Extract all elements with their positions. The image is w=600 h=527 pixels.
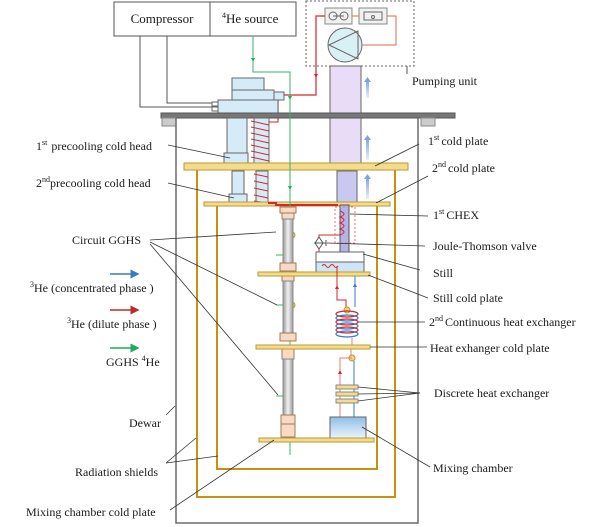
gghs-circuit [279,206,297,438]
hx-cold-plate [255,344,371,350]
dewar-wall [175,118,419,524]
label-precool-2: 2ndprecooling cold head [36,175,151,190]
compressor-box: Compressor [113,1,211,37]
label-radiation-shields: Radiation shields [75,465,158,479]
cryocooler [211,77,285,115]
label-mixing-chamber: Mixing chamber [433,461,513,475]
pump-icon [327,27,363,63]
radiation-shield-outer [196,165,396,498]
compressor-label: Compressor [131,11,195,26]
still-top [315,251,365,263]
he4-source-sup: 4 [222,11,226,20]
legend-gghs-label: GGHS 4He [106,354,160,369]
chex-1-coil [338,210,345,236]
mixing-chamber [329,416,367,440]
radiation-shield-inner [216,203,378,470]
pumping-unit-label: Pumping unit [412,74,478,88]
discrete-hx [335,384,359,404]
legend-concentrated-label: 3He (concentrated phase ) [30,280,154,295]
chex-2-coil [335,310,359,338]
he4-source-box: 4He source [209,1,297,37]
gghs-supply-line [252,36,291,210]
cold-plate-1 [183,162,409,171]
compressor-line-1 [139,36,216,108]
label-dewar: Dewar [129,416,161,430]
dilute-precool-line [268,202,338,206]
label-still-cold-plate: Still cold plate [433,291,503,305]
precool-stage-2 [231,170,245,197]
label-jt-valve: Joule-Thomson valve [433,239,537,253]
jt-valve [314,236,327,250]
label-circuit-gghs: Circuit GGHS [72,233,141,247]
pumping-unit-box [305,0,415,67]
top-flange [160,112,456,119]
mc-cold-plate [258,437,375,443]
label-hx-cold-plate: Heat exhanger cold plate [430,341,550,355]
legend-dilute-label: 3He (dilute phase ) [67,316,157,331]
pumping-flow-arrows [364,77,371,199]
he4-source-label: He source [226,11,279,26]
precool-coil-1 [250,120,270,162]
label-still: Still [433,266,454,280]
label-mc-cold-plate: Mixing chamber cold plate [26,505,156,519]
compressor-line-2 [166,36,216,104]
pumping-tube-lower [336,170,358,204]
precool-stage-1 [226,117,248,157]
svg-text:4He source: 4He source [222,11,279,26]
still-cold-plate [257,271,371,277]
leader-lines [149,143,431,511]
label-discrete-hx: Discrete heat exchanger [434,386,549,400]
